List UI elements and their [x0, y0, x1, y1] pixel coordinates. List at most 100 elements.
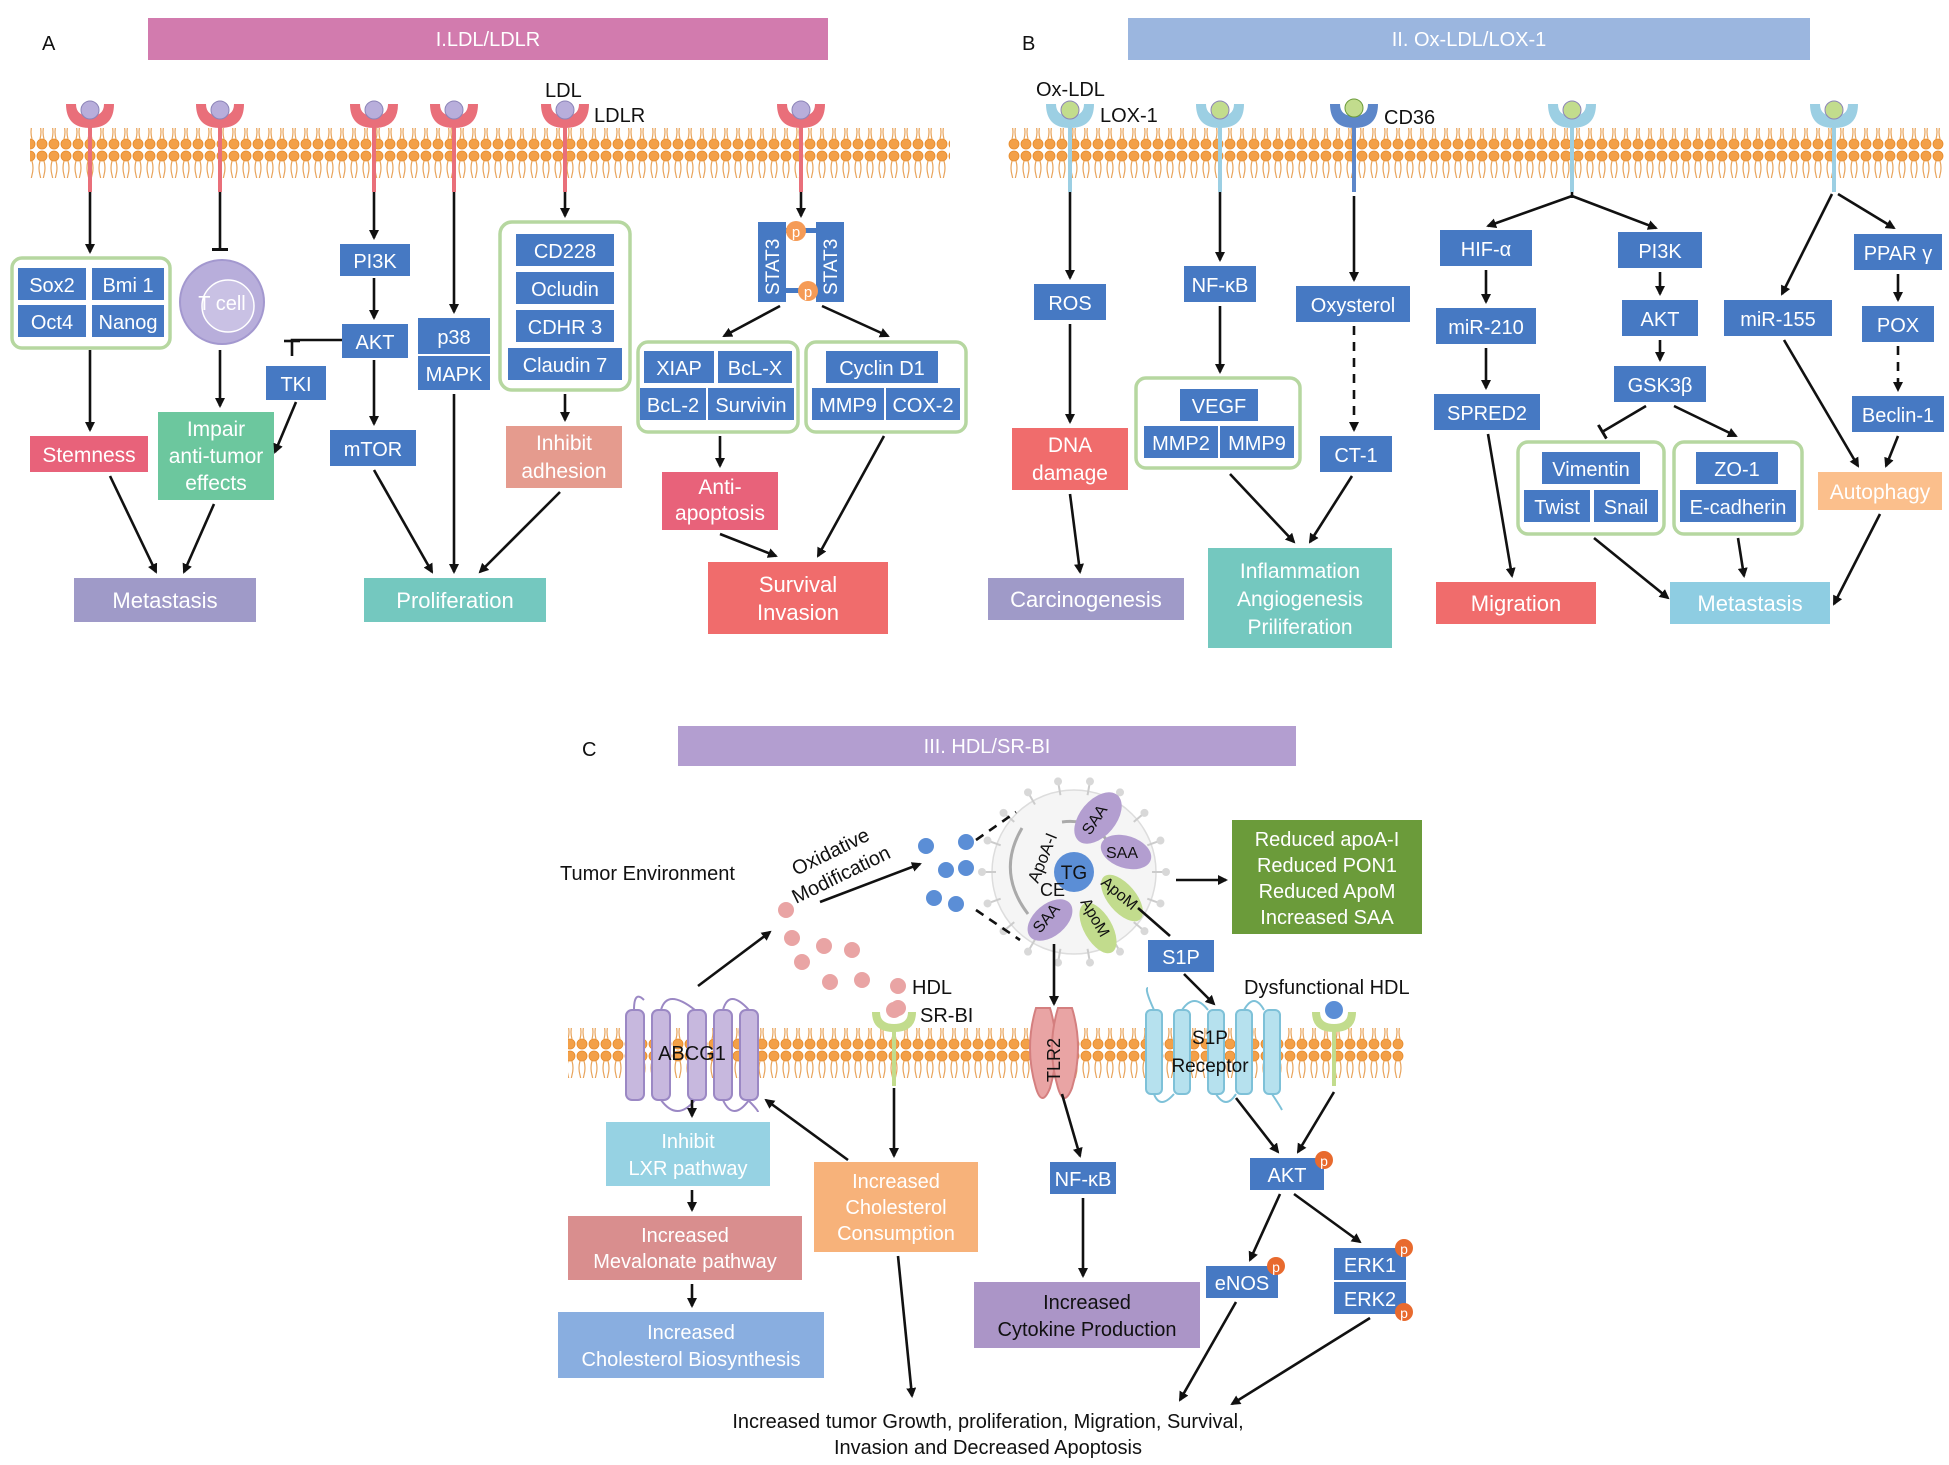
svg-text:p: p: [1320, 1153, 1328, 1169]
svg-text:p: p: [1272, 1259, 1280, 1275]
gene-cdhr3: CDHR 3: [516, 310, 614, 342]
ldlr-receptor-3: [350, 100, 398, 192]
vimentin-node: Vimentin: [1542, 452, 1640, 484]
svg-text:Increased: Increased: [641, 1225, 729, 1247]
svg-text:ROS: ROS: [1048, 293, 1091, 315]
dashed-link-bottom: [975, 908, 1021, 942]
gene-sox2: Sox2: [18, 268, 86, 300]
svg-text:Vimentin: Vimentin: [1552, 459, 1629, 481]
dysfunctional-hdl-label: Dysfunctional HDL: [1244, 977, 1410, 999]
outcome-line-1: Increased tumor Growth, proliferation, M…: [732, 1411, 1243, 1433]
svg-text:Snail: Snail: [1604, 497, 1648, 519]
svg-text:Nanog: Nanog: [99, 312, 158, 334]
hdl-particles: [778, 902, 906, 1016]
svg-text:AKT: AKT: [356, 332, 395, 354]
oxysterol-node: Oxysterol: [1296, 286, 1410, 322]
gene-cox2: COX-2: [886, 388, 960, 420]
svg-text:E-cadherin: E-cadherin: [1690, 497, 1787, 519]
mir155-node: miR-155: [1724, 300, 1832, 336]
gene-mmp9: MMP9: [812, 388, 884, 420]
particle-spike-tip: [1156, 836, 1165, 845]
svg-text:COX-2: COX-2: [892, 395, 953, 417]
tlr2-receptor: TLR2: [1029, 1007, 1079, 1099]
srbi-receptor: [872, 1002, 916, 1086]
mir210-node: miR-210: [1436, 308, 1536, 344]
inhibit-adhesion-box: Inhibit adhesion: [506, 426, 622, 488]
panel-c-letter: C: [582, 739, 596, 761]
mevalonate-box: Increased Mevalonate pathway: [568, 1216, 802, 1280]
svg-text:Metastasis: Metastasis: [1697, 591, 1802, 616]
emt-gene-group: [1516, 440, 1666, 536]
svg-text:effects: effects: [185, 472, 246, 495]
svg-text:XIAP: XIAP: [656, 358, 702, 380]
lox1-label: LOX-1: [1100, 105, 1158, 127]
svg-text:Bmi 1: Bmi 1: [102, 275, 153, 297]
svg-text:Carcinogenesis: Carcinogenesis: [1010, 587, 1162, 612]
lox1-receptor-1: [1046, 100, 1094, 192]
panel-a-arrows: [85, 192, 890, 574]
ldl-label: LDL: [545, 80, 582, 102]
migration-b-box: Migration: [1436, 582, 1596, 624]
svg-text:MMP9: MMP9: [819, 395, 877, 417]
svg-text:Twist: Twist: [1534, 497, 1580, 519]
particle-spike-tip: [1156, 899, 1165, 908]
oxidized-particles: [918, 834, 974, 912]
particle-spike-tip: [1140, 808, 1149, 817]
lox1-receptor-3: [1548, 100, 1596, 192]
svg-text:Increased: Increased: [852, 1171, 940, 1193]
svg-text:MMP2: MMP2: [1152, 433, 1210, 455]
svg-text:p: p: [1400, 1241, 1408, 1257]
panel-c: C III. HDL/SR-BI Tumor Environment Oxida…: [558, 726, 1422, 1459]
svg-text:ZO-1: ZO-1: [1714, 459, 1760, 481]
svg-text:POX: POX: [1877, 315, 1919, 337]
s1p-receptor-label-1: S1P: [1192, 1028, 1228, 1049]
svg-text:ERK1: ERK1: [1344, 1255, 1396, 1277]
srbi-label: SR-BI: [920, 1005, 973, 1027]
svg-text:MMP9: MMP9: [1228, 433, 1286, 455]
b-mmp2-node: MMP2: [1144, 426, 1218, 458]
svg-text:Survival: Survival: [759, 572, 837, 597]
panel-b: B II. Ox-LDL/LOX-1 Ox-LDL LOX-1 CD36 ROS…: [988, 18, 1944, 648]
t-cell-label: T cell: [198, 293, 245, 315]
inhibit-lxr-box: Inhibit LXR pathway: [606, 1122, 770, 1186]
svg-text:Reduced PON1: Reduced PON1: [1257, 855, 1397, 877]
proliferation-box: Proliferation: [364, 578, 546, 622]
zo1-node: ZO-1: [1696, 452, 1778, 484]
oxldl-label: Ox-LDL: [1036, 79, 1105, 101]
twist-node: Twist: [1524, 490, 1590, 522]
panel-a-banner-label: I.LDL/LDLR: [436, 29, 541, 51]
beclin-node: Beclin-1: [1852, 396, 1944, 432]
ldlr-receptor-6: [777, 100, 825, 192]
panel-b-banner: [1128, 18, 1810, 60]
svg-text:p: p: [804, 284, 812, 301]
panel-c-banner-label: III. HDL/SR-BI: [924, 736, 1051, 758]
svg-text:Reduced apoA-I: Reduced apoA-I: [1255, 829, 1400, 851]
cd36-receptor: [1330, 98, 1378, 192]
svg-text:AKT: AKT: [1268, 1165, 1307, 1187]
particle-spike-tip: [1162, 868, 1170, 876]
ct1-node: CT-1: [1320, 436, 1392, 472]
svg-text:anti-tumor: anti-tumor: [169, 445, 264, 468]
svg-text:Oct4: Oct4: [31, 312, 73, 334]
membrane-b: [1008, 128, 1944, 178]
c-nfkb-node: NF-κB: [1050, 1162, 1116, 1194]
svg-text:SPRED2: SPRED2: [1447, 403, 1527, 425]
svg-text:AKT: AKT: [1641, 309, 1680, 331]
particle-spike-tip: [1054, 958, 1063, 967]
ecad-node: E-cadherin: [1680, 490, 1796, 522]
svg-text:NF-κB: NF-κB: [1055, 1169, 1112, 1191]
vegf-node: VEGF: [1180, 389, 1258, 421]
ldlr-receptor-1: [66, 100, 114, 192]
dna-damage-box: DNA damage: [1012, 428, 1128, 490]
svg-text:Increased: Increased: [1043, 1292, 1131, 1314]
biosynthesis-box: Increased Cholesterol Biosynthesis: [558, 1312, 824, 1378]
gene-cd228: CD228: [516, 234, 614, 266]
cyclin-gene-group: [804, 340, 968, 434]
apoptosis-gene-group: [636, 340, 800, 434]
svg-text:VEGF: VEGF: [1192, 396, 1246, 418]
junction-gene-group: [1672, 440, 1804, 536]
svg-text:p: p: [1400, 1305, 1408, 1321]
dashed-link-top: [975, 810, 1017, 842]
svg-text:Reduced ApoM: Reduced ApoM: [1259, 881, 1396, 903]
ldlr-receptor-2: [196, 100, 244, 192]
